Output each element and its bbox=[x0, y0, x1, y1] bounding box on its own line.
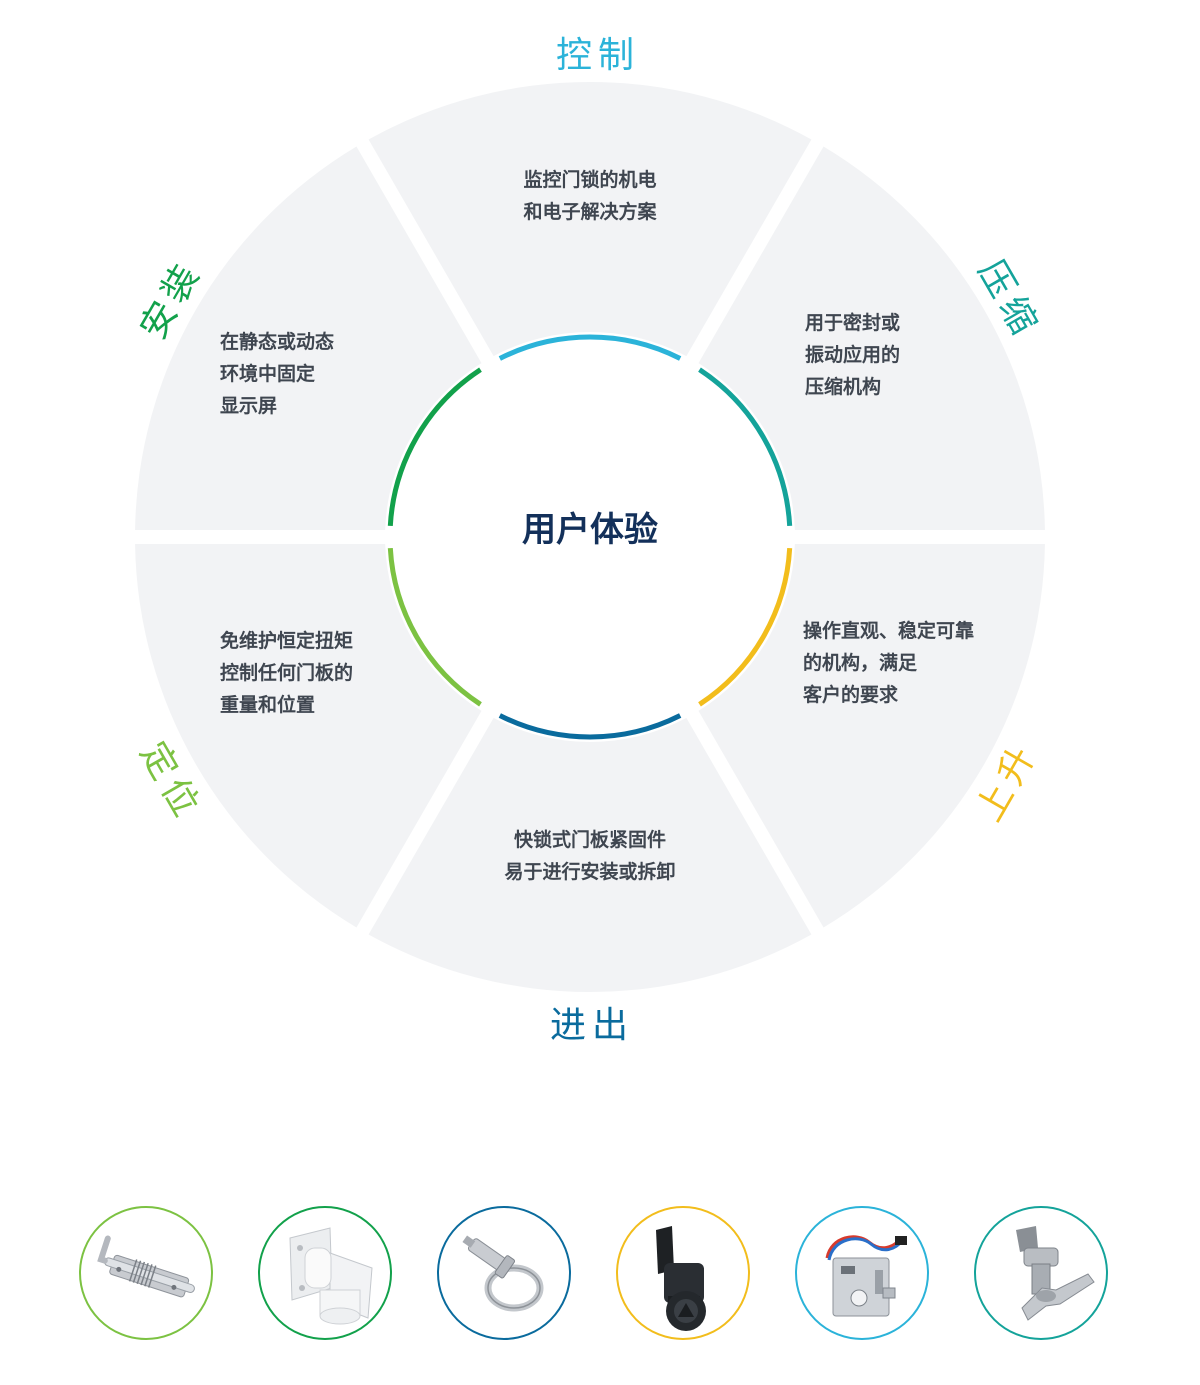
product-circle-t-handle-latch bbox=[974, 1206, 1108, 1340]
ring-arc-control bbox=[498, 334, 682, 361]
label-access: 进出 bbox=[549, 1005, 635, 1046]
ring-arc-compress bbox=[698, 367, 793, 526]
product-circle-positioning-hinge bbox=[258, 1206, 392, 1340]
product-circle-ring-fastener bbox=[437, 1206, 571, 1340]
segment-access bbox=[368, 717, 812, 993]
wheel-segments bbox=[135, 81, 1045, 993]
ring-arc-mount bbox=[387, 367, 482, 526]
ring-arc-position bbox=[387, 548, 482, 707]
product-circle-spring-bolt bbox=[79, 1206, 213, 1340]
segment-text-compress: 用于密封或 振动应用的 压缩机构 bbox=[805, 312, 901, 398]
t-handle-compression-latch-icon bbox=[1016, 1226, 1095, 1321]
segment-text-position: 免维护恒定扭矩 控制任何门板的 重量和位置 bbox=[220, 630, 354, 716]
ring-arc-lift bbox=[698, 548, 793, 707]
segment-text-lift: 操作直观、稳定可靠 的机构，满足 客户的要求 bbox=[803, 620, 975, 706]
segment-compress bbox=[698, 146, 1045, 531]
segment-position bbox=[135, 543, 482, 928]
spring-bolt-latch-icon bbox=[97, 1235, 195, 1298]
product-circle-electronic-lock bbox=[795, 1206, 929, 1340]
product-circle-lift-cam-latch bbox=[616, 1206, 750, 1340]
experience-wheel bbox=[135, 81, 1045, 993]
center-title: 用户体验 bbox=[522, 510, 658, 550]
positioning-hinge-icon bbox=[289, 1227, 373, 1325]
center-ring-arcs bbox=[387, 334, 793, 740]
segment-control bbox=[368, 81, 812, 357]
segment-lift bbox=[698, 543, 1045, 928]
electronic-lock-icon bbox=[825, 1235, 907, 1317]
lift-cam-latch-icon bbox=[656, 1226, 706, 1331]
label-control: 控制 bbox=[555, 35, 641, 76]
segment-text-mount: 在静态或动态 环境中固定 显示屏 bbox=[220, 331, 335, 417]
segment-mount bbox=[135, 146, 482, 531]
segment-text-access: 快锁式门板紧固件 易于进行安装或拆卸 bbox=[504, 829, 676, 883]
quarter-turn-ring-fastener-icon bbox=[462, 1235, 544, 1312]
ring-arc-access bbox=[498, 713, 682, 740]
center-circle bbox=[390, 337, 790, 737]
segment-text-control: 监控门锁的机电 和电子解决方案 bbox=[523, 169, 657, 223]
